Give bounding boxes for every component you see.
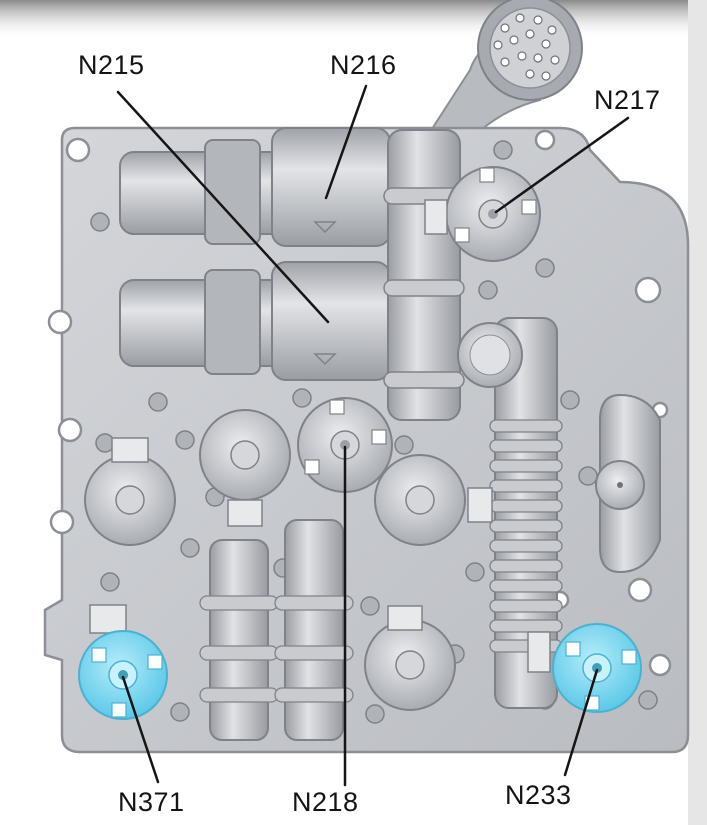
label-n216: N216: [330, 50, 397, 80]
label-n233: N233: [505, 780, 572, 810]
connector-pins: [493, 13, 560, 81]
leader-n216: [324, 84, 368, 200]
terminals: [89, 199, 551, 673]
pressure-regulator-grey: [457, 322, 523, 388]
solenoid-n233: [552, 623, 642, 713]
label-n218: N218: [292, 787, 359, 817]
label-n371: N371: [118, 787, 185, 817]
solenoid-n217: [445, 166, 541, 262]
top-shadow: [0, 0, 707, 40]
leader-lines: [116, 84, 630, 787]
leader-n215: [116, 90, 330, 324]
right-edge-shadow: [688, 0, 707, 825]
valve-stack-right: [489, 317, 563, 709]
mounting-holes: [47, 129, 672, 677]
label-n215: N215: [78, 50, 145, 80]
leader-n233: [563, 668, 599, 777]
leader-n371: [121, 675, 160, 784]
actuator-centers: [115, 440, 435, 680]
accumulator: [595, 393, 661, 574]
solenoid-lower: [119, 261, 391, 381]
valve-stack-center: [383, 129, 465, 421]
label-n217: N217: [594, 85, 661, 115]
valve-stack-lower-left: [199, 519, 354, 741]
leader-n217: [494, 116, 630, 214]
solenoid-n371: [78, 630, 168, 720]
